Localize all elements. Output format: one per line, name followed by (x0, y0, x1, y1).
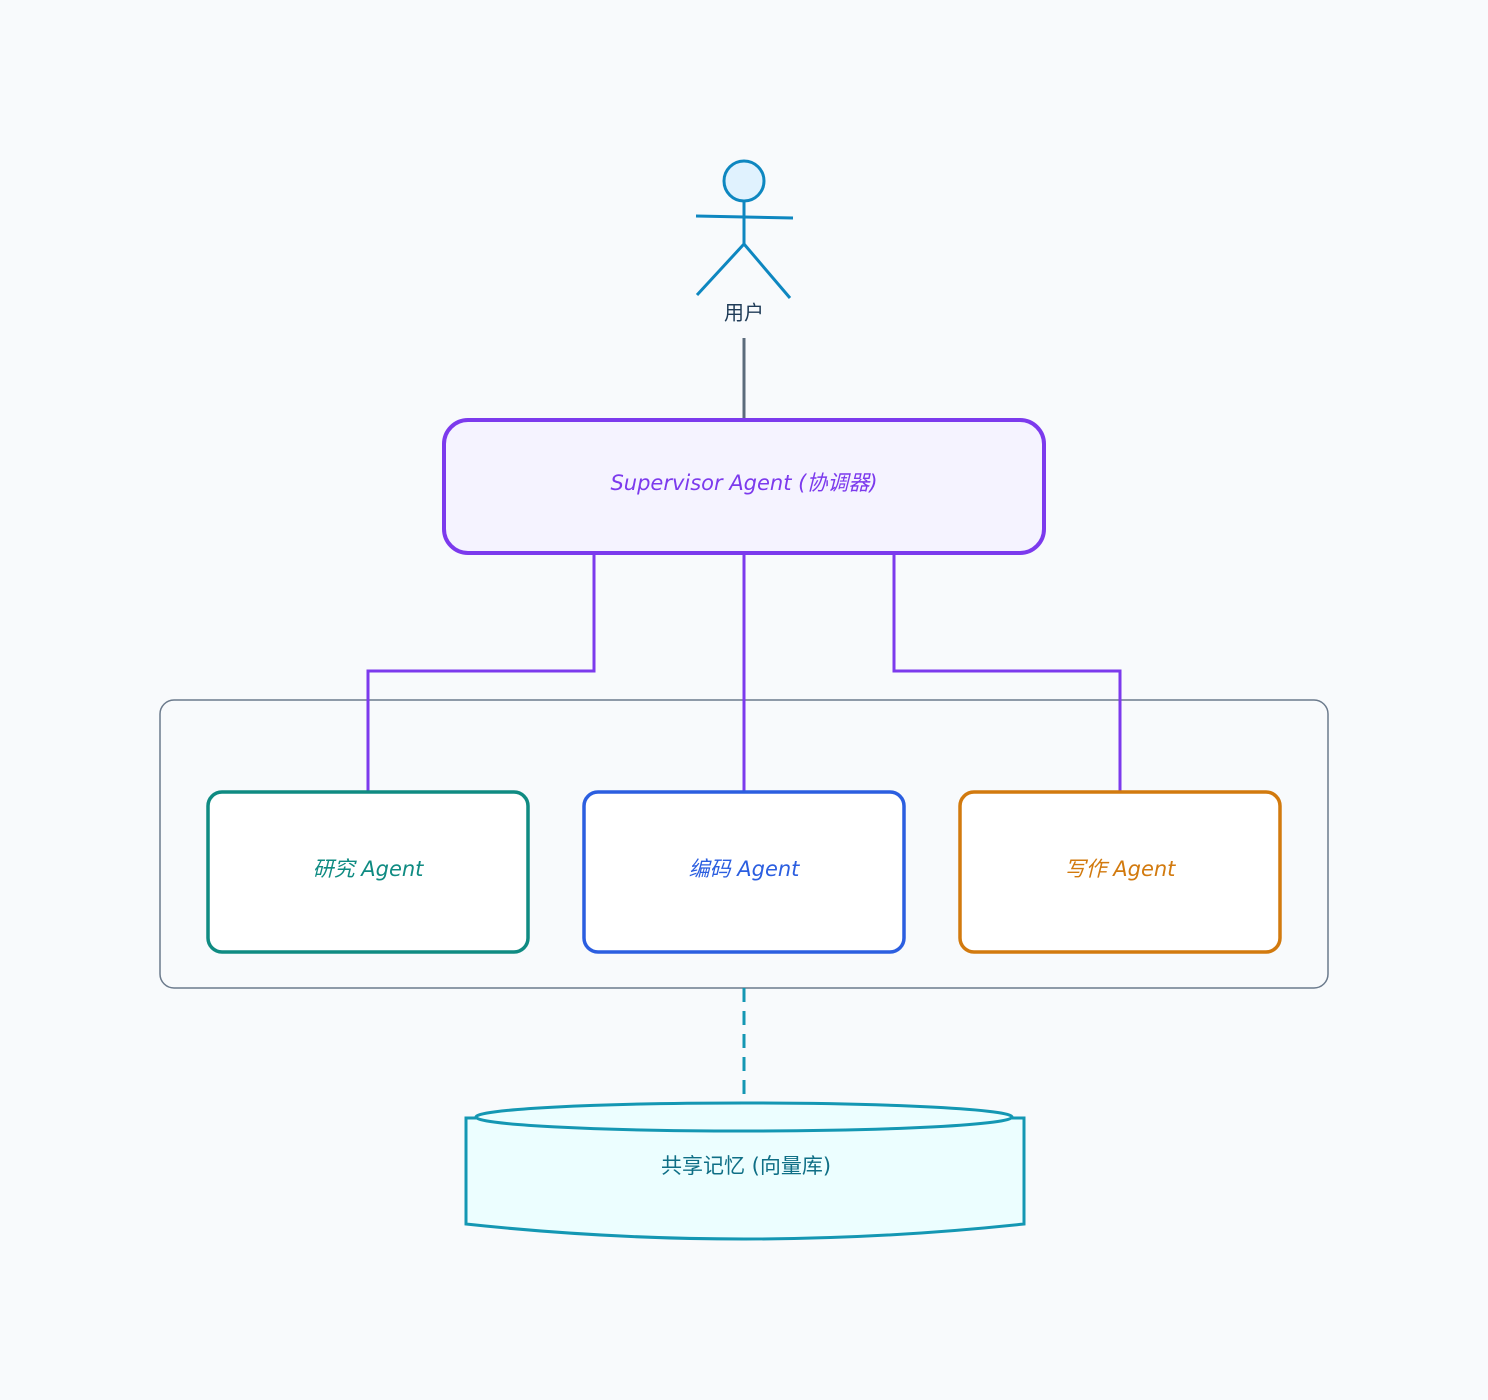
agent-coding-label: 编码 Agent (689, 857, 801, 881)
agent-research-node[interactable]: 研究 Agent (206, 790, 530, 954)
memory-cylinder-body (464, 1116, 1026, 1241)
agent-writing-node[interactable]: 写作 Agent (958, 790, 1282, 954)
supervisor-node[interactable]: Supervisor Agent (协调器) (442, 418, 1046, 555)
user-label: 用户 (724, 301, 764, 325)
supervisor-to-research-line (366, 553, 596, 793)
agent-writing-box (958, 790, 1282, 954)
agent-writing-label: 写作 Agent (1065, 857, 1177, 881)
supervisor-to-writing-line (892, 553, 1122, 793)
agent-research-box (206, 790, 530, 954)
user-actor: 用户 (695, 159, 794, 325)
user-actor-right-leg (742, 243, 792, 299)
shared-memory-node[interactable]: 共享记忆 (向量库) (464, 1101, 1026, 1241)
supervisor-agent-connectors (366, 553, 1122, 793)
user-actor-head (722, 159, 766, 203)
memory-label: 共享记忆 (向量库) (661, 1154, 831, 1178)
agent-coding-node[interactable]: 编码 Agent (582, 790, 906, 954)
agent-research-label: 研究 Agent (313, 857, 425, 881)
user-actor-arms (695, 214, 794, 220)
memory-cylinder-top (474, 1101, 1014, 1133)
supervisor-box (442, 418, 1046, 555)
user-actor-left-leg (695, 242, 746, 297)
agent-coding-box (582, 790, 906, 954)
supervisor-label: Supervisor Agent (协调器) (610, 471, 877, 495)
